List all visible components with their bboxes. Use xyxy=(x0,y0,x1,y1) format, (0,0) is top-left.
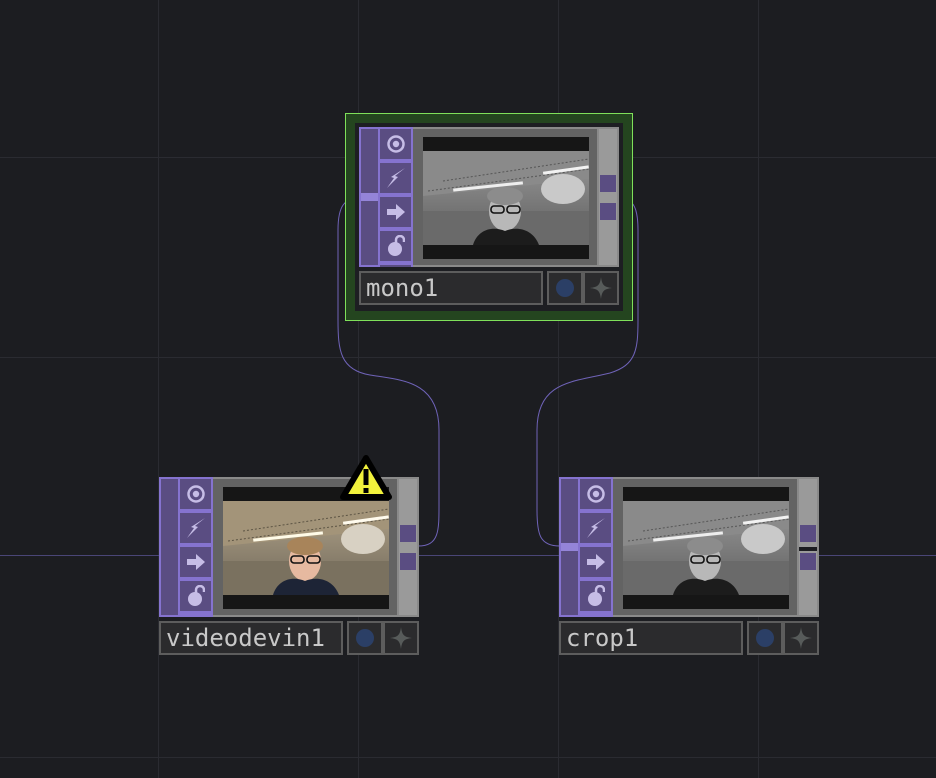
cook-icon[interactable] xyxy=(580,513,611,543)
viewer-dot-icon xyxy=(556,279,574,297)
output-connector-2[interactable] xyxy=(400,553,416,570)
output-connector[interactable] xyxy=(800,525,816,542)
sparkle-icon xyxy=(590,277,612,299)
export-arrow-icon[interactable] xyxy=(380,197,411,227)
lock-icon[interactable] xyxy=(380,231,411,261)
sparkle-icon xyxy=(790,627,812,649)
preview-screen xyxy=(423,137,589,259)
node-body[interactable] xyxy=(559,477,819,617)
node-left-panel xyxy=(559,477,613,617)
preview-image-grayscale xyxy=(423,151,589,245)
grid-line xyxy=(758,0,759,778)
panel-edge xyxy=(380,265,411,267)
preview-image-grayscale xyxy=(623,501,789,595)
output-connector-2[interactable] xyxy=(800,553,816,570)
node-body[interactable] xyxy=(359,127,619,267)
export-arrow-icon[interactable] xyxy=(580,547,611,577)
input-connector[interactable] xyxy=(561,543,578,551)
viewer-dot-icon xyxy=(756,629,774,647)
preview-screen xyxy=(623,487,789,609)
node-name-label[interactable]: crop1 xyxy=(559,621,743,655)
node-right-panel xyxy=(799,479,817,615)
display-icon[interactable] xyxy=(580,479,611,509)
input-strip xyxy=(161,479,178,615)
grid-line xyxy=(0,757,936,758)
grid-line xyxy=(158,0,159,778)
node-name-label[interactable]: mono1 xyxy=(359,271,543,305)
display-icon[interactable] xyxy=(180,479,211,509)
bypass-flag-button[interactable] xyxy=(583,271,619,305)
preview-image-color xyxy=(223,501,389,595)
cook-icon[interactable] xyxy=(180,513,211,543)
node-label-row: videodevin1 xyxy=(159,621,419,657)
node-viewer[interactable] xyxy=(413,129,597,265)
node-right-panel xyxy=(599,129,617,265)
node-label-row: crop1 xyxy=(559,621,819,657)
warning-icon[interactable] xyxy=(340,455,392,501)
sparkle-icon xyxy=(390,627,412,649)
input-connector[interactable] xyxy=(361,193,378,201)
node-viewer[interactable] xyxy=(613,479,797,615)
bypass-flag-button[interactable] xyxy=(383,621,419,655)
bypass-flag-button[interactable] xyxy=(783,621,819,655)
display-icon[interactable] xyxy=(380,129,411,159)
viewer-flag-button[interactable] xyxy=(747,621,783,655)
connector-gap xyxy=(799,547,817,551)
node-left-panel xyxy=(359,127,413,267)
output-connector-2[interactable] xyxy=(600,203,616,220)
node-mono1[interactable]: mono1 xyxy=(345,113,633,321)
output-connector[interactable] xyxy=(400,525,416,542)
node-left-panel xyxy=(159,477,213,617)
viewer-flag-button[interactable] xyxy=(547,271,583,305)
preview-screen xyxy=(223,487,389,609)
viewer-dot-icon xyxy=(356,629,374,647)
viewer-flag-button[interactable] xyxy=(347,621,383,655)
node-label-row: mono1 xyxy=(359,271,619,307)
node-crop1[interactable]: crop1 xyxy=(559,477,819,657)
node-name-label[interactable]: videodevin1 xyxy=(159,621,343,655)
grid-line xyxy=(0,357,936,358)
lock-icon[interactable] xyxy=(180,581,211,611)
reference-line xyxy=(0,555,936,556)
lock-icon[interactable] xyxy=(580,581,611,611)
export-arrow-icon[interactable] xyxy=(180,547,211,577)
node-right-panel xyxy=(399,479,417,615)
cook-icon[interactable] xyxy=(380,163,411,193)
node-viewer[interactable] xyxy=(213,479,397,615)
output-connector[interactable] xyxy=(600,175,616,192)
node-videodevin1[interactable]: videodevin1 xyxy=(159,455,419,657)
